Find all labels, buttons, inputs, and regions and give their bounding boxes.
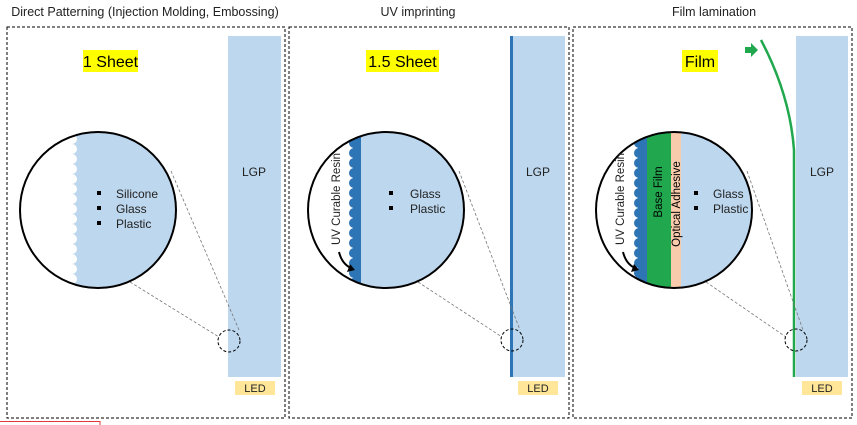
resin-layer — [510, 36, 513, 377]
material-item: Plastic — [410, 202, 445, 216]
resin-label: UV Curable Resin — [331, 153, 343, 245]
material-item: Silicone — [116, 187, 158, 201]
resin-arrowhead — [631, 264, 639, 272]
zoom-guide-line — [746, 170, 804, 331]
surface-pattern — [72, 134, 77, 284]
resin-layer — [638, 132, 647, 288]
resin-pattern — [634, 132, 639, 288]
optical-adhesive-label: Optical Adhesive — [671, 161, 683, 247]
led-label: LED — [244, 383, 265, 395]
led-label: LED — [527, 383, 548, 395]
sheet-badge: Film — [685, 54, 715, 71]
panel-film-lamination: Film lamination Film LGP LED Base Film O… — [572, 5, 853, 419]
zoom-spot — [500, 328, 524, 352]
material-list: Silicone Glass Plastic — [97, 187, 158, 231]
lgp-plate — [796, 36, 848, 377]
zoom-guide-line — [417, 281, 503, 338]
material-item: Glass — [713, 187, 744, 201]
resin-layer — [353, 132, 361, 288]
panel-heading: Direct Patterning (Injection Molding, Em… — [11, 5, 278, 19]
material-item: Glass — [410, 187, 441, 201]
magnified-view — [307, 131, 465, 289]
zoom-guide-line — [170, 170, 240, 331]
panel-uv-imprinting: UV imprinting 1.5 Sheet LGP LED UV Curab… — [288, 5, 570, 419]
badge-highlight — [682, 50, 718, 72]
film-feed-arrow — [745, 43, 758, 57]
material-item: Plastic — [116, 217, 151, 231]
optical-adhesive-layer — [671, 132, 681, 288]
panel-frame — [288, 26, 570, 419]
base-film-label: Base Film — [653, 166, 665, 217]
material-item: Glass — [116, 202, 147, 216]
sheet-badge: 1.5 Sheet — [368, 54, 437, 71]
panel-direct-patterning: Direct Patterning (Injection Molding, Em… — [6, 5, 286, 419]
zoom-guide-line — [458, 170, 521, 331]
panel-heading: UV imprinting — [380, 5, 455, 19]
base-film-layer — [646, 132, 671, 288]
lgp-label: LGP — [242, 165, 266, 179]
zoom-spot — [217, 329, 241, 353]
resin-arrowhead — [347, 264, 355, 272]
zoom-spot — [784, 328, 808, 352]
lgp-label: LGP — [810, 165, 834, 179]
sheet-badge: 1 Sheet — [83, 54, 139, 71]
selection-mark — [0, 421, 101, 425]
film-sheet — [759, 39, 796, 377]
panel-heading: Film lamination — [672, 5, 756, 19]
led-box — [235, 381, 275, 395]
material-list: Glass Plastic — [389, 187, 445, 216]
panel-frame — [6, 26, 286, 419]
zoom-guide-line — [129, 281, 220, 338]
material-list: Glass Plastic — [694, 187, 748, 216]
resin-label: UV Curable Resin — [615, 153, 627, 245]
lgp-label: LGP — [526, 165, 550, 179]
zoom-guide-line — [705, 281, 787, 338]
badge-highlight — [83, 50, 138, 72]
led-box — [802, 381, 842, 395]
badge-highlight — [366, 50, 439, 72]
lgp-plate — [228, 36, 281, 377]
material-item: Plastic — [713, 202, 748, 216]
resin-pattern — [349, 132, 354, 288]
led-label: LED — [811, 383, 832, 395]
magnified-view — [595, 131, 753, 289]
led-box — [518, 381, 558, 395]
lgp-plate — [512, 36, 565, 377]
